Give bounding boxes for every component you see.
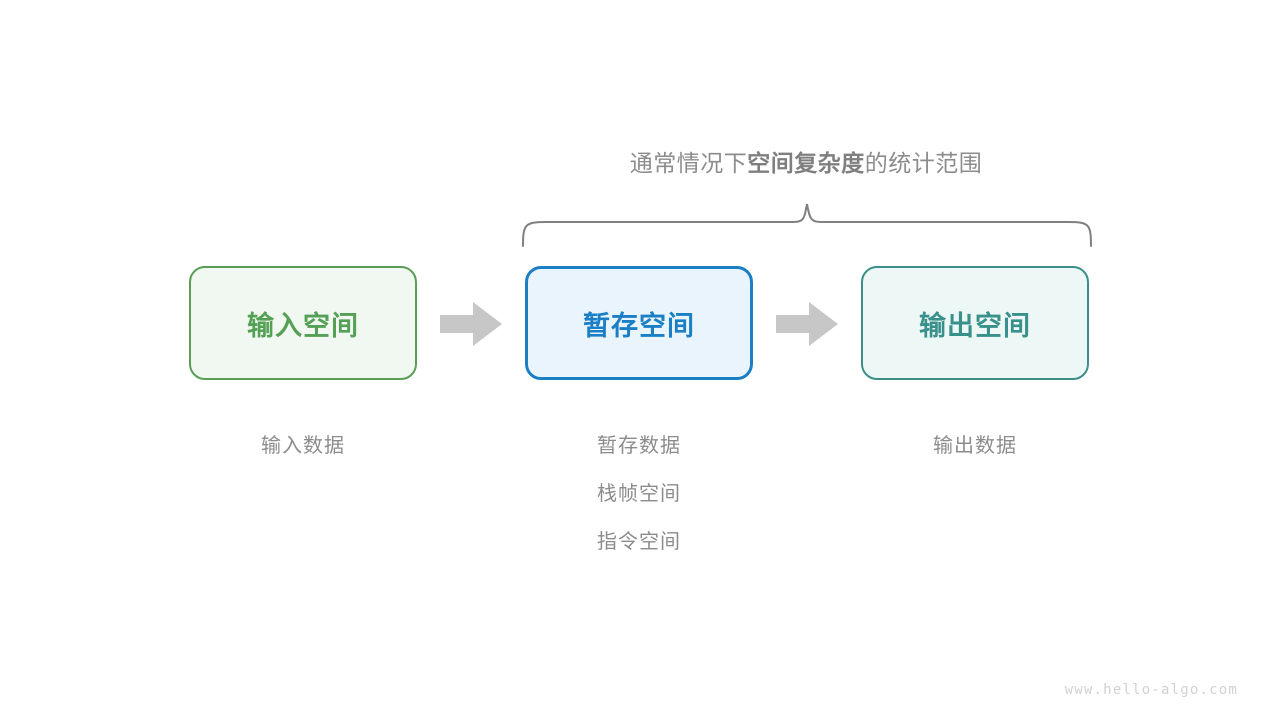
caption-item: 暂存数据 bbox=[597, 435, 681, 457]
watermark: www.hello-algo.com bbox=[1064, 682, 1238, 698]
scope-caption: 通常情况下空间复杂度的统计范围 bbox=[0, 146, 1280, 180]
scope-caption-suffix: 的统计范围 bbox=[864, 150, 983, 176]
arrow-right-icon bbox=[776, 302, 838, 346]
box-output-space: 输出空间 bbox=[861, 266, 1089, 380]
box-temp-space-label: 暂存空间 bbox=[583, 310, 695, 341]
caption-item: 输入数据 bbox=[261, 435, 345, 457]
box-input-space-label: 输入空间 bbox=[247, 310, 359, 341]
box-input-space: 输入空间 bbox=[189, 266, 417, 380]
caption-item: 指令空间 bbox=[597, 531, 681, 553]
scope-brace-icon bbox=[522, 203, 1092, 247]
arrow-right-icon bbox=[440, 302, 502, 346]
box-temp-space: 暂存空间 bbox=[525, 266, 753, 380]
scope-caption-emphasis: 空间复杂度 bbox=[747, 150, 865, 176]
scope-caption-prefix: 通常情况下 bbox=[629, 150, 748, 176]
captions-output-space: 输出数据 bbox=[861, 422, 1089, 470]
captions-input-space: 输入数据 bbox=[189, 422, 417, 470]
caption-item: 栈帧空间 bbox=[597, 483, 681, 505]
caption-item: 输出数据 bbox=[933, 435, 1017, 457]
box-output-space-label: 输出空间 bbox=[919, 310, 1031, 341]
captions-temp-space: 暂存数据 栈帧空间 指令空间 bbox=[525, 422, 753, 566]
